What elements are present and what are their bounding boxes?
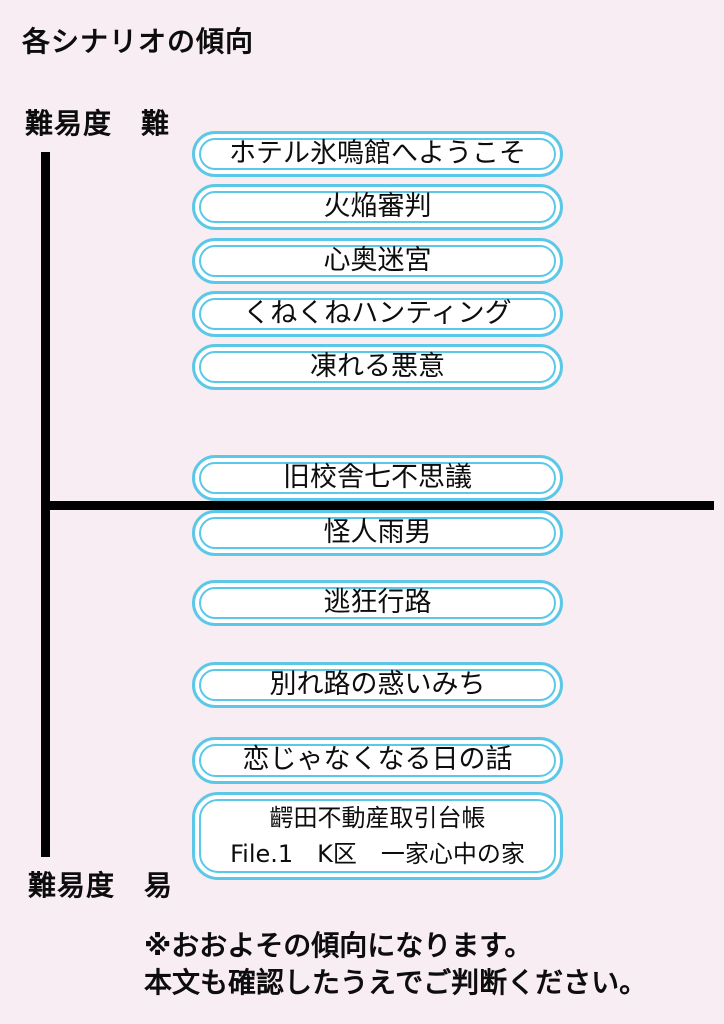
scenario-pill: 凍れる悪意 (192, 344, 563, 390)
difficulty-easy-label: 難易度 易 (28, 869, 174, 902)
scenario-label: 別れ路の惑いみち (269, 668, 486, 700)
scenario-pill: 怪人雨男 (192, 510, 563, 556)
scenario-label: ホテル氷鳴館へようこそ (229, 137, 526, 169)
scenario-label: 怪人雨男 (323, 516, 432, 548)
scenario-label-line2: File.1 K区 一家心中の家 (230, 839, 525, 868)
footnote-line-1: ※おおよその傾向になります。 (144, 929, 533, 962)
scenario-pill: 逃狂行路 (192, 580, 563, 626)
scenario-pill: 旧校舎七不思議 (192, 455, 563, 501)
scenario-label: くねくねハンティング (243, 297, 512, 329)
scenario-label: 火焔審判 (323, 190, 432, 222)
footnote: ※おおよその傾向になります。 本文も確認したうえでご判断ください。 (144, 927, 647, 1001)
footnote-line-2: 本文も確認したうえでご判断ください。 (144, 966, 648, 999)
scenario-pill: 齶田不動産取引台帳 File.1 K区 一家心中の家 (192, 792, 563, 880)
scenario-pill: ホテル氷鳴館へようこそ (192, 131, 563, 177)
scenario-label: 齶田不動産取引台帳 (269, 804, 486, 833)
scenario-label: 凍れる悪意 (310, 350, 445, 382)
scenario-label: 恋じゃなくなる日の話 (242, 744, 513, 776)
scenario-pill: 別れ路の惑いみち (192, 662, 563, 708)
scenario-pill: 恋じゃなくなる日の話 (192, 737, 563, 784)
scenario-pill: くねくねハンティング (192, 291, 563, 337)
scenario-pill: 心奥迷宮 (192, 238, 563, 284)
page-title: 各シナリオの傾向 (22, 25, 255, 58)
scenario-label: 旧校舎七不思議 (283, 461, 472, 493)
difficulty-hard-label: 難易度 難 (25, 107, 171, 140)
scenario-label: 心奥迷宮 (323, 244, 432, 276)
difficulty-midline (41, 501, 714, 510)
scenario-pill: 火焔審判 (192, 184, 563, 230)
scenario-label: 逃狂行路 (323, 586, 432, 618)
